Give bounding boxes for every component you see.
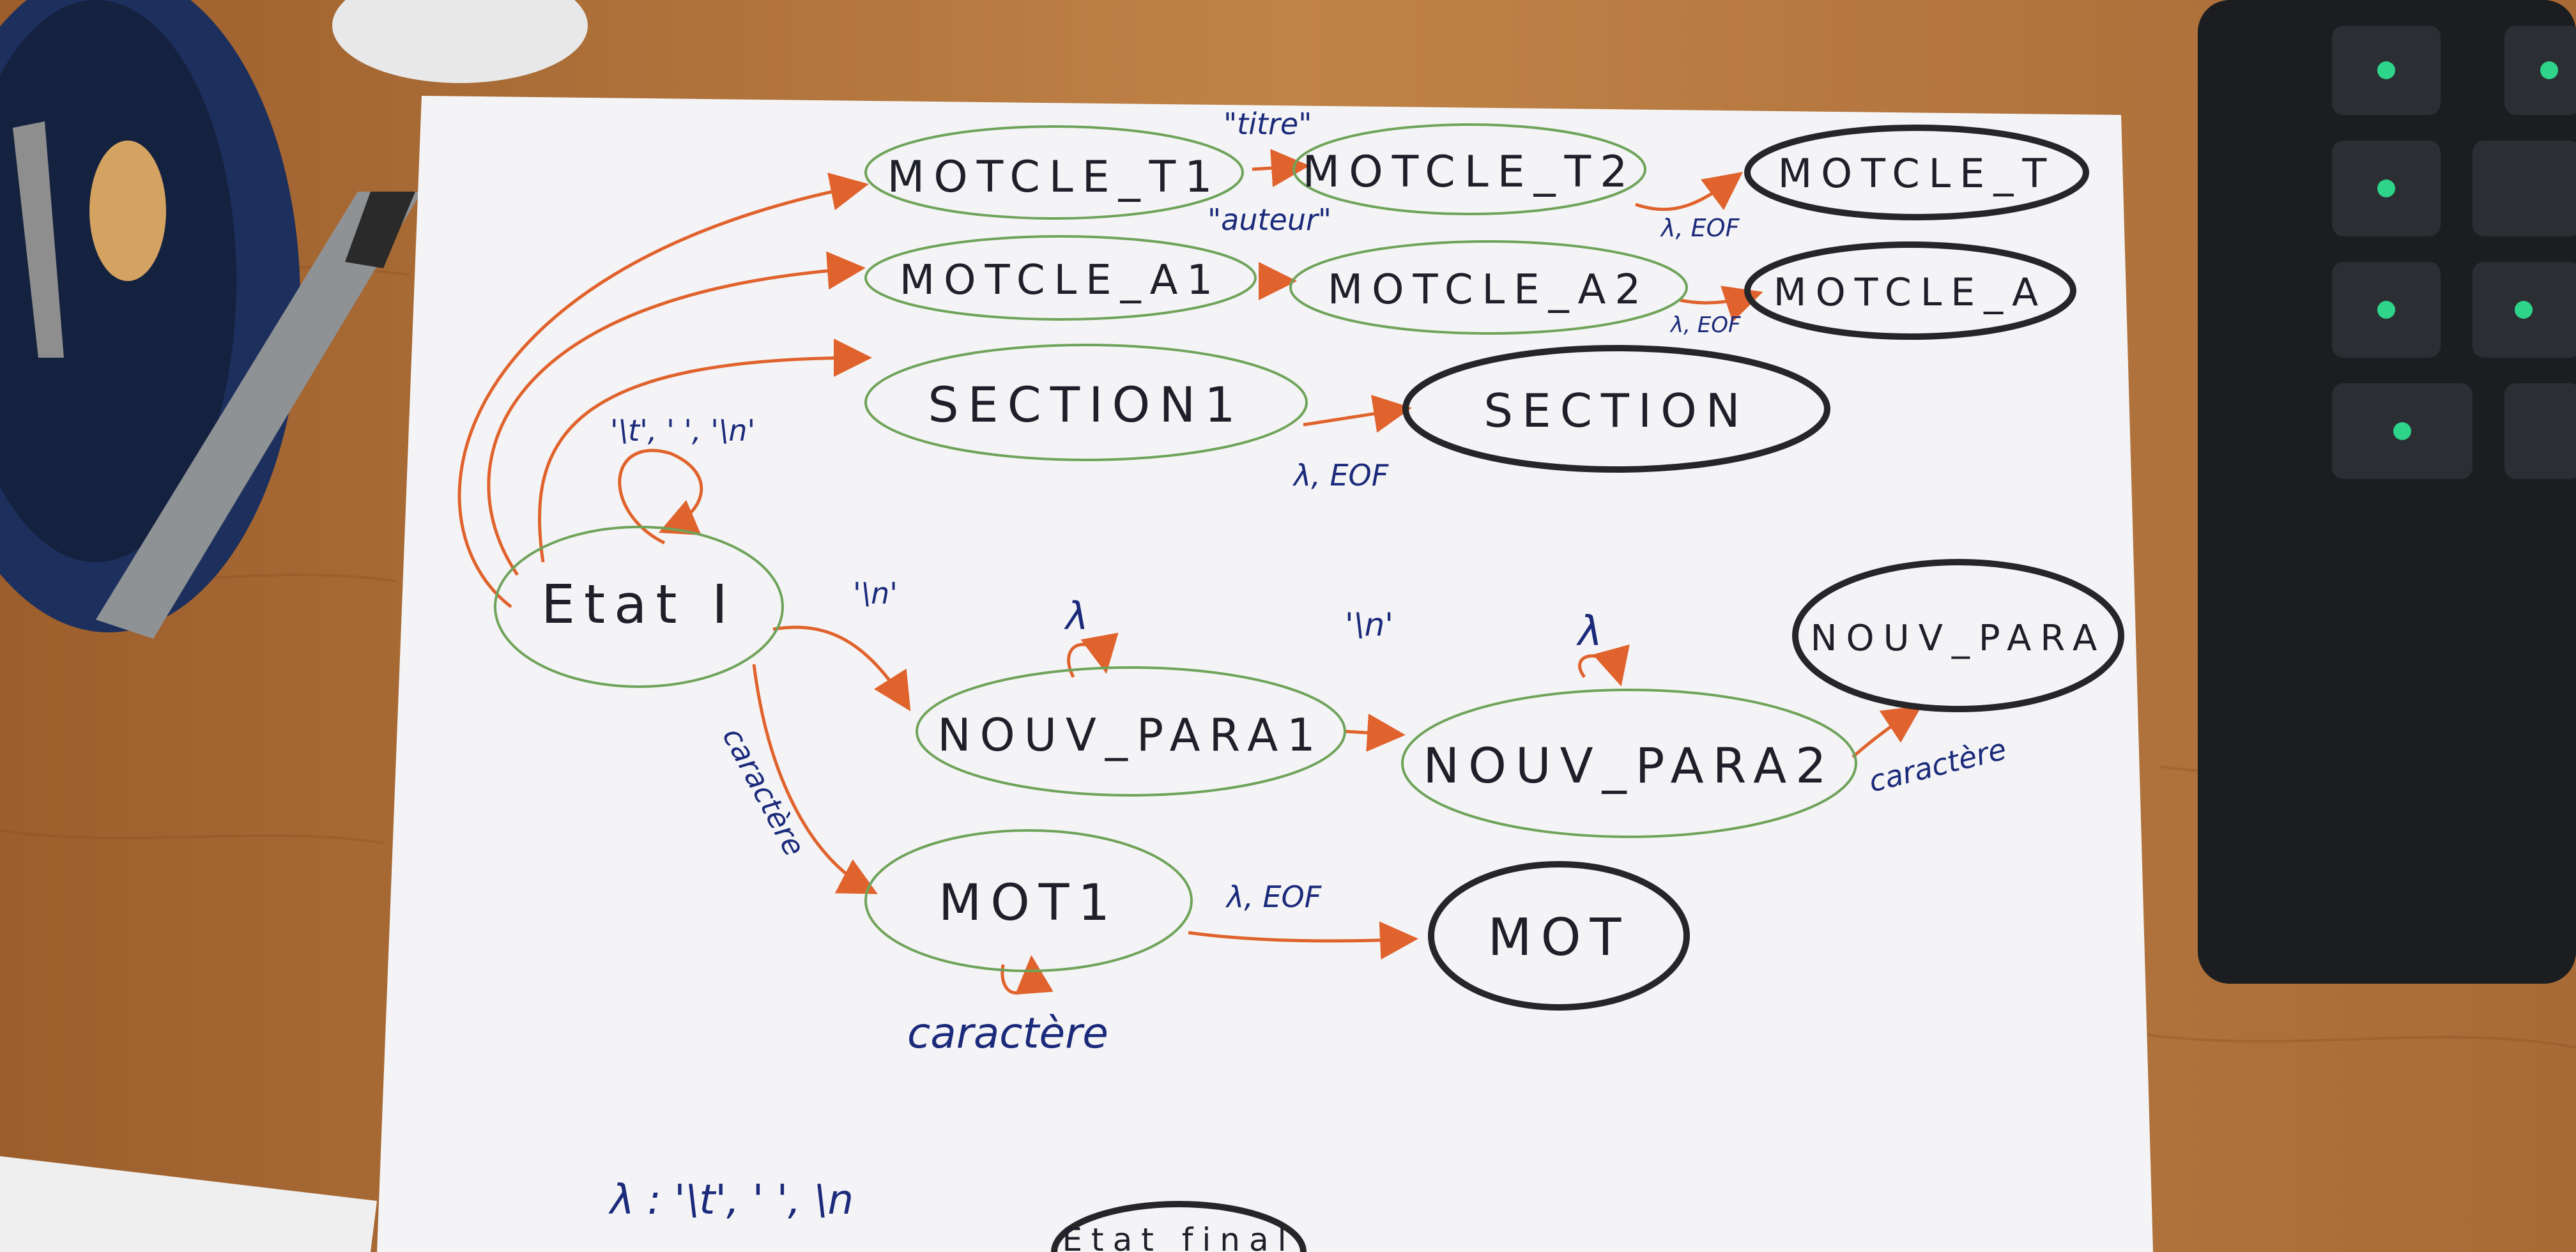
state-motcle-a2-shape [1289, 240, 1688, 335]
state-section1: SECTION1 [928, 376, 1244, 433]
edge-motcle-t1-to-t2 [1252, 149, 1310, 188]
keyboard [2198, 0, 2576, 984]
edge-section1-to-section [1303, 395, 1412, 433]
edge-etat-to-nouv-para1 [772, 625, 911, 712]
edge-mot1-to-mot [1188, 921, 1418, 960]
paper-under [0, 1156, 377, 1252]
edge-etat-self-loop [618, 448, 703, 545]
edge-label-lambda-np2: λ [1576, 608, 1602, 655]
state-etat-i: Etat I [541, 573, 737, 636]
state-nouv-para2: NOUV_PARA2 [1423, 737, 1835, 794]
edge-label-self-etat: '\t', ' ', '\n' [610, 413, 755, 448]
final-nouv-para-shape [1792, 559, 2124, 712]
final-motcle-t: MOTCLE_T [1778, 150, 2055, 197]
final-motcle-a-shape [1744, 241, 2076, 340]
edge-label-caractere-mot: caractère [907, 1009, 1108, 1058]
state-etat-i-shape [494, 526, 784, 688]
state-nouv-para2-shape [1401, 689, 1857, 838]
edge-label-lambda-eof-t: λ, EOF [1660, 214, 1740, 242]
edge-label-caractere-np: caractère [1866, 731, 2010, 798]
edge-label-caractere-etat: caractère [716, 722, 812, 862]
state-section1-shape [864, 344, 1308, 461]
food [89, 141, 166, 281]
state-mot1: MOT1 [939, 874, 1119, 932]
edge-label-lambda-eof-section: λ, EOF [1292, 458, 1389, 492]
edge-label-lambda-eof-mot: λ, EOF [1225, 880, 1322, 914]
states [494, 123, 1857, 972]
final-mot: MOT [1488, 908, 1630, 967]
cup [332, 0, 588, 83]
final-section-shape [1402, 345, 1830, 473]
edge-label-titre: "titre" [1223, 107, 1312, 141]
state-motcle-t2-shape [1292, 123, 1646, 215]
final-etat-final: Etat final [1062, 1221, 1295, 1252]
edge-nouv-para2-to-final [1851, 705, 1922, 758]
state-motcle-t2: MOTCLE_T2 [1303, 147, 1637, 197]
edge-nouv-para1-to-2 [1344, 714, 1406, 752]
fork [13, 121, 64, 358]
edge-motcle-t2-to-t [1635, 172, 1744, 211]
edge-label-newline-2: '\n' [1345, 606, 1393, 643]
edge-mot1-self [1000, 955, 1054, 995]
final-labels: MOTCLE_T MOTCLE_A SECTION NOUV_PARA MOT … [1062, 150, 2106, 1252]
edge-nouv-para1-self [1067, 632, 1119, 678]
paper-sheet [377, 96, 2153, 1252]
state-motcle-a2: MOTCLE_A2 [1328, 266, 1650, 314]
edge-label-lambda-eof-a: λ, EOF [1669, 312, 1741, 338]
state-labels: Etat I MOTCLE_T1 MOTCLE_T2 MOTCLE_A1 MOT… [541, 147, 1835, 932]
state-motcle-t1: MOTCLE_T1 [887, 152, 1222, 202]
final-motcle-t-shape [1744, 125, 2089, 220]
edge-labels: "titre" "auteur" λ, EOF λ, EOF λ, EOF '\… [610, 107, 2010, 1058]
final-states [1051, 125, 2124, 1252]
edge-label-newline-1: '\n' [853, 576, 898, 611]
state-mot1-shape [864, 829, 1193, 972]
edge-label-lambda-np1: λ [1064, 594, 1089, 639]
final-motcle-a: MOTCLE_A [1774, 270, 2047, 315]
edge-etat-to-motcle-a1 [487, 251, 866, 576]
final-etat-final-shape [1051, 1201, 1307, 1252]
state-motcle-t1-shape [864, 125, 1244, 220]
pen [96, 192, 422, 639]
final-nouv-para: NOUV_PARA [1811, 618, 2106, 659]
state-nouv-para1: NOUV_PARA1 [937, 709, 1324, 761]
edge-etat-to-mot1 [752, 664, 878, 894]
edge-label-auteur: "auteur" [1208, 202, 1331, 237]
state-nouv-para1-shape [916, 666, 1346, 797]
edge-etat-to-motcle-t1 [457, 172, 869, 608]
state-motcle-a1-shape [864, 235, 1257, 321]
final-section: SECTION [1483, 384, 1749, 438]
final-mot-shape [1428, 861, 1690, 1011]
state-motcle-a1: MOTCLE_A1 [900, 257, 1222, 304]
edge-etat-to-section1 [538, 339, 872, 563]
legend-lambda: λ : '\t', ' ', \n [608, 1177, 854, 1224]
edge-nouv-para2-self [1578, 644, 1630, 687]
